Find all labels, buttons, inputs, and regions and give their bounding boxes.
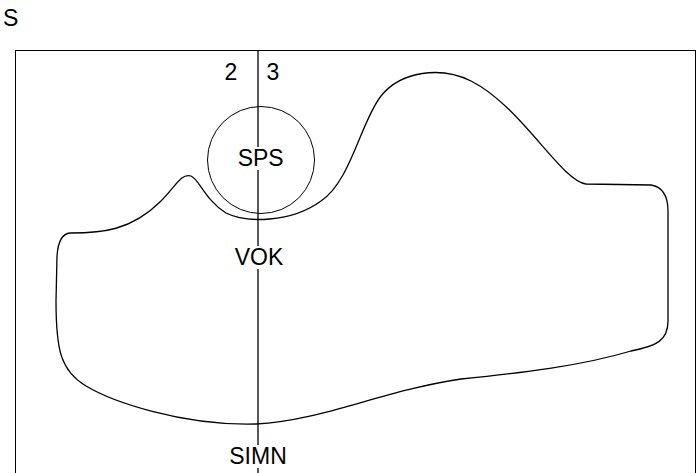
zone-number: 2 (225, 61, 238, 84)
node-label: SPS (236, 147, 286, 170)
boundary-label: SIMN (227, 445, 289, 468)
region-outline-path (56, 73, 668, 425)
region-outline-shape (53, 71, 671, 431)
zone-number: 3 (267, 61, 280, 84)
node-label: S (3, 7, 18, 30)
region-outline: VOK (53, 71, 671, 431)
circle-node: SPS (207, 106, 315, 214)
region-frame: SVOKSPS (15, 50, 696, 473)
node-label: VOK (233, 246, 286, 269)
